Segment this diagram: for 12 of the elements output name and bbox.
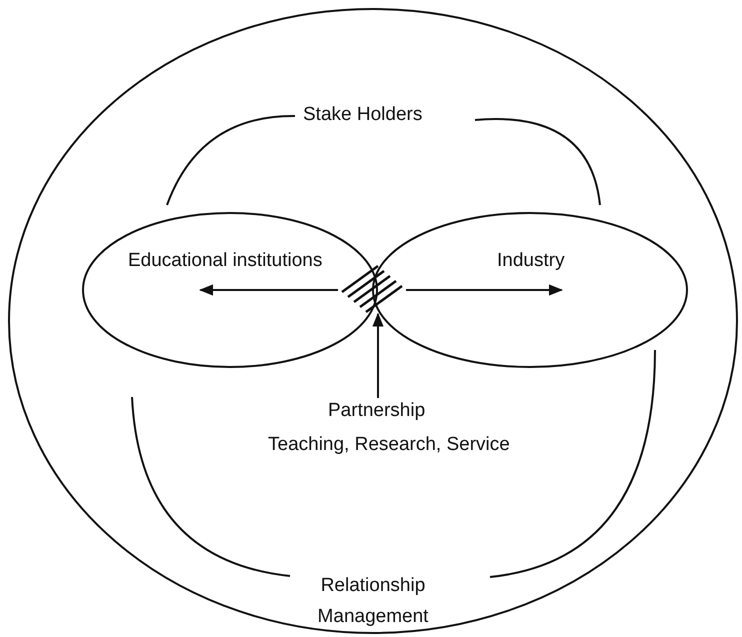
ellipse-shape bbox=[82, 212, 378, 368]
ellipse-shape bbox=[372, 212, 688, 368]
arrow bbox=[372, 312, 384, 398]
arrow bbox=[199, 284, 338, 296]
node-heading: Partnership bbox=[328, 400, 426, 423]
group-label: Relationship Management bbox=[316, 574, 430, 629]
node-label: Industry bbox=[497, 250, 565, 273]
ellipse-shape bbox=[8, 8, 738, 634]
group-label: Stake Holders bbox=[303, 104, 422, 127]
node-label: Educational institutions bbox=[128, 250, 322, 273]
node-subtext: Teaching, Research, Service bbox=[268, 434, 510, 457]
arrow bbox=[406, 284, 563, 296]
